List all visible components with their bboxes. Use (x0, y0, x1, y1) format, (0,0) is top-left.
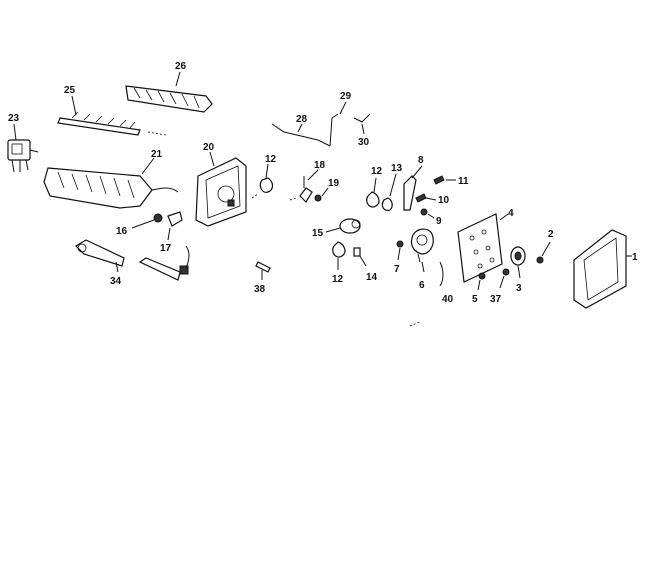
label-11: 11 (458, 176, 469, 187)
part-8-lever: 8 (403, 155, 424, 211)
label-12a: 12 (265, 154, 277, 165)
part-14-connector: 14 (353, 247, 378, 283)
label-28: 28 (296, 114, 308, 125)
part-29-shaft: 29 (329, 91, 352, 147)
part-19-screw: 19 (314, 178, 340, 202)
part-2-screw: 2 (536, 229, 554, 264)
part-26-ejector-rack: 26 (125, 61, 213, 113)
label-4: 4 (508, 208, 514, 219)
part-9-screw: 9 (420, 208, 442, 227)
label-10: 10 (438, 195, 450, 206)
part-1-cover: 1 (573, 229, 638, 309)
label-26: 26 (175, 61, 187, 72)
label-14: 14 (366, 272, 378, 283)
assembly-lines (251, 193, 421, 327)
label-12b: 12 (332, 274, 344, 285)
part-6-motor: 6 (410, 228, 434, 291)
part-21-mold: 21 (43, 149, 179, 209)
label-12c: 12 (371, 166, 383, 177)
label-15: 15 (312, 228, 324, 239)
part-4-mounting-plate: 4 (457, 208, 514, 283)
label-9: 9 (436, 216, 442, 227)
label-19: 19 (328, 178, 340, 189)
label-8: 8 (418, 155, 424, 166)
label-34: 34 (110, 276, 122, 287)
part-13-spring-clip: 13 (381, 163, 403, 211)
part-5-screw: 5 (472, 272, 486, 305)
part-34-fill-cup: 34 (75, 239, 125, 287)
label-13: 13 (391, 163, 403, 174)
part-23-switch: 23 (7, 113, 39, 173)
label-5: 5 (472, 294, 478, 305)
label-29: 29 (340, 91, 352, 102)
label-40: 40 (442, 294, 454, 305)
label-1: 1 (632, 252, 638, 263)
part-18-bracket: 18 (299, 160, 326, 203)
label-3: 3 (516, 283, 522, 294)
part-38-screw: 38 (254, 261, 271, 295)
part-30-spring: 30 (353, 113, 371, 148)
label-18: 18 (314, 160, 326, 171)
label-37: 37 (490, 294, 502, 305)
part-3-gear: 3 (510, 246, 526, 294)
label-25: 25 (64, 85, 76, 96)
part-12-clip-a: 12 (259, 154, 277, 193)
part-11-screw: 11 (433, 175, 469, 187)
part-25-stripper: 25 (57, 85, 167, 136)
label-20: 20 (203, 142, 215, 153)
part-12-clip-b: 12 (332, 241, 346, 285)
label-16: 16 (116, 226, 128, 237)
label-6: 6 (419, 280, 425, 291)
part-16-gear: 16 (116, 213, 163, 237)
part-10-screw: 10 (415, 193, 450, 206)
label-2: 2 (548, 229, 554, 240)
label-23: 23 (8, 113, 20, 124)
part-heater-harness (138, 245, 190, 281)
label-7: 7 (394, 264, 400, 275)
part-20-housing: 20 (195, 142, 247, 227)
part-15-motor-shaft: 15 (312, 218, 361, 239)
part-40-wire: 40 (439, 261, 454, 305)
part-12-clip-c: 12 (366, 166, 383, 208)
part-17-cam: 17 (160, 211, 183, 254)
part-7-screw: 7 (394, 240, 404, 275)
label-21: 21 (151, 149, 163, 160)
label-17: 17 (160, 243, 172, 254)
label-38: 38 (254, 284, 266, 295)
label-30: 30 (358, 137, 370, 148)
part-28-arm: 28 (271, 114, 331, 147)
part-37-screw: 37 (490, 268, 510, 305)
